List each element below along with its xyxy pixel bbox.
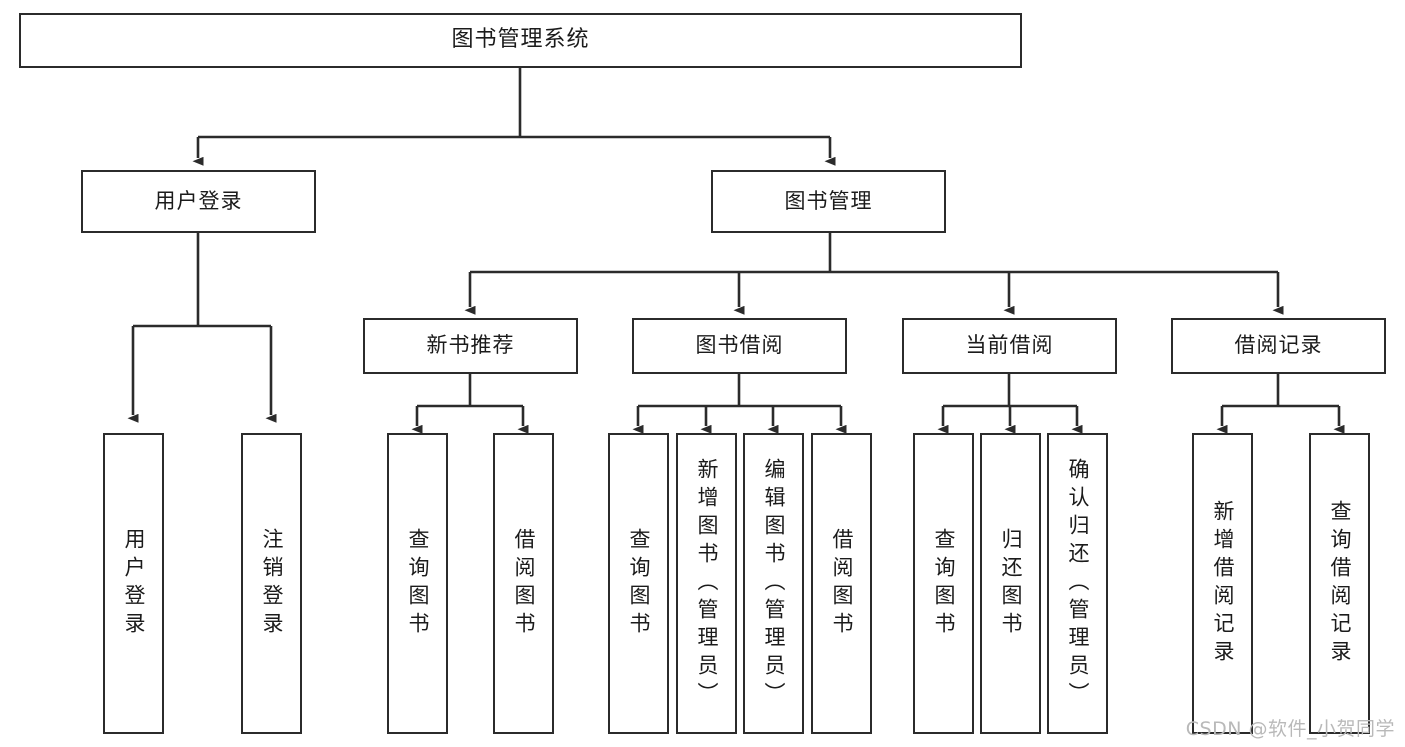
- leaf-current-query-book[interactable]: 查询图书: [913, 433, 974, 734]
- node-current-borrow-label: 当前借阅: [965, 333, 1054, 358]
- node-book-management[interactable]: 图书管理: [711, 170, 946, 233]
- node-book-borrow[interactable]: 图书借阅: [632, 318, 847, 374]
- leaf-record-query-record-label: 查询借阅记录: [1328, 499, 1352, 668]
- node-book-borrow-label: 图书借阅: [695, 333, 784, 358]
- leaf-user-login-signin[interactable]: 用户登录: [103, 433, 164, 734]
- leaf-current-confirm-return[interactable]: 确认归还（管理员）: [1047, 433, 1108, 734]
- node-user-login-label: 用户登录: [154, 188, 243, 213]
- node-root-label: 图书管理系统: [451, 27, 590, 53]
- leaf-user-login-signout[interactable]: 注销登录: [241, 433, 302, 734]
- leaf-record-add-record[interactable]: 新增借阅记录: [1192, 433, 1253, 734]
- leaf-user-login-signout-label: 注销登录: [260, 527, 284, 640]
- leaf-current-query-book-label: 查询图书: [932, 527, 956, 640]
- leaf-borrow-add-book[interactable]: 新增图书（管理员）: [676, 433, 737, 734]
- leaf-recommend-borrow-book-label: 借阅图书: [512, 527, 536, 640]
- node-new-book-recommend[interactable]: 新书推荐: [363, 318, 578, 374]
- leaf-current-return-book[interactable]: 归还图书: [980, 433, 1041, 734]
- node-borrow-record[interactable]: 借阅记录: [1171, 318, 1386, 374]
- leaf-recommend-borrow-book[interactable]: 借阅图书: [493, 433, 554, 734]
- leaf-recommend-query-book-label: 查询图书: [406, 527, 430, 640]
- node-user-login[interactable]: 用户登录: [81, 170, 316, 233]
- node-current-borrow[interactable]: 当前借阅: [902, 318, 1117, 374]
- leaf-recommend-query-book[interactable]: 查询图书: [387, 433, 448, 734]
- leaf-borrow-edit-book[interactable]: 编辑图书（管理员）: [743, 433, 804, 734]
- node-book-management-label: 图书管理: [784, 188, 873, 213]
- leaf-borrow-query-book-label: 查询图书: [627, 527, 651, 640]
- leaf-record-add-record-label: 新增借阅记录: [1211, 499, 1235, 668]
- node-new-book-recommend-label: 新书推荐: [426, 333, 515, 358]
- node-root[interactable]: 图书管理系统: [19, 13, 1022, 68]
- leaf-current-confirm-return-label: 确认归还（管理员）: [1066, 457, 1090, 710]
- leaf-borrow-add-book-label: 新增图书（管理员）: [695, 457, 719, 710]
- leaf-user-login-signin-label: 用户登录: [122, 527, 146, 640]
- leaf-borrow-borrow-book[interactable]: 借阅图书: [811, 433, 872, 734]
- node-borrow-record-label: 借阅记录: [1234, 333, 1323, 358]
- leaf-borrow-query-book[interactable]: 查询图书: [608, 433, 669, 734]
- leaf-record-query-record[interactable]: 查询借阅记录: [1309, 433, 1370, 734]
- leaf-current-return-book-label: 归还图书: [999, 527, 1023, 640]
- leaf-borrow-edit-book-label: 编辑图书（管理员）: [762, 457, 786, 710]
- csdn-watermark: CSDN @软件_小贺同学: [1185, 718, 1395, 740]
- leaf-borrow-borrow-book-label: 借阅图书: [830, 527, 854, 640]
